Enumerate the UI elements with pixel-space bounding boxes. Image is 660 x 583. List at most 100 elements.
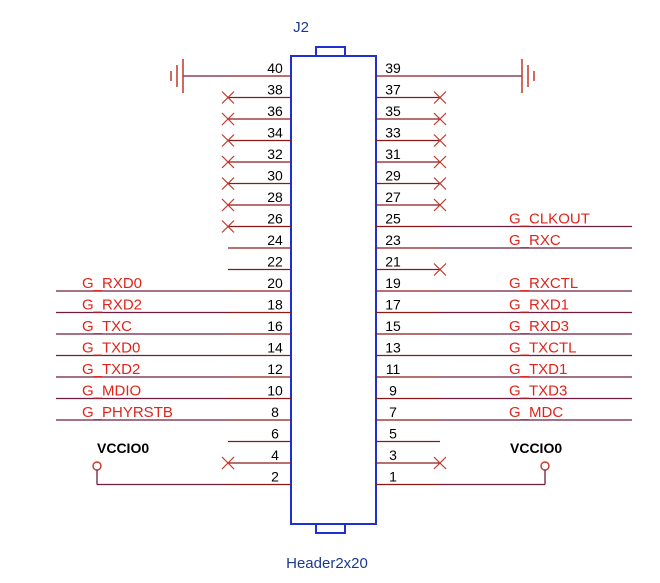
no-connect-cross-icon: [221, 220, 235, 233]
pin-number: 29: [385, 168, 401, 184]
pin-number: 10: [267, 383, 283, 399]
pin-15: 15 G_RXD3: [376, 318, 632, 335]
pin-number: 18: [267, 297, 283, 313]
pin-number: 32: [267, 146, 283, 162]
no-connect-cross-icon: [221, 456, 235, 470]
pin-number: 24: [267, 232, 283, 248]
pin-38: 38: [221, 82, 291, 104]
component-designator: J2: [293, 19, 309, 36]
pin-31: 31: [376, 146, 447, 169]
pin-number: 27: [385, 189, 401, 205]
pin-16: 16 G_TXC: [56, 318, 291, 335]
net-label: G_MDIO: [82, 383, 141, 400]
pin-number: 20: [267, 275, 283, 291]
pin-1: 1: [376, 469, 545, 486]
power-pin-icon: [540, 461, 550, 485]
net-label: G_RXC: [509, 232, 561, 249]
no-connect-cross-icon: [433, 91, 447, 104]
power-left-group: VCCIO0: [92, 440, 149, 485]
pin-number: 39: [385, 60, 401, 76]
pin-number: 26: [267, 211, 283, 227]
no-connect-cross-icon: [221, 112, 235, 126]
connector-key-top: [315, 46, 346, 57]
pin-14: 14 G_TXD0: [56, 340, 291, 357]
pin-21: 21: [376, 254, 447, 276]
pin-36: 36: [221, 103, 291, 126]
net-label: G_RXD2: [82, 297, 142, 314]
pin-number: 21: [385, 254, 401, 270]
pin-number: 22: [267, 254, 283, 270]
pin-35: 35: [376, 103, 447, 126]
pin-40: 40: [170, 59, 291, 93]
power-pin-icon: [92, 461, 102, 485]
pin-number: 23: [385, 232, 401, 248]
net-label: G_MDC: [509, 404, 563, 421]
no-connect-cross-icon: [221, 198, 235, 212]
net-label: G_RXD3: [509, 318, 569, 335]
pin-number: 38: [267, 82, 283, 98]
net-label: G_TXC: [82, 318, 132, 335]
no-connect-cross-icon: [433, 112, 447, 126]
pin-32: 32: [221, 146, 291, 169]
pin-18: 18 G_RXD2: [56, 297, 291, 314]
pin-2: 2: [97, 469, 291, 486]
pin-number: 13: [385, 340, 401, 356]
pin-28: 28: [221, 189, 291, 212]
pin-39: 39: [376, 59, 535, 93]
pin-number: 7: [389, 404, 397, 420]
pin-number: 25: [385, 211, 401, 227]
pin-number: 15: [385, 318, 401, 334]
left-pin-column: 4038363432302826242220G_RXD018G_RXD216G_…: [56, 59, 291, 486]
pin-30: 30: [221, 168, 291, 190]
pin-number: 11: [386, 361, 401, 377]
pin-33: 33: [376, 125, 447, 147]
net-label: G_RXD0: [82, 275, 142, 292]
net-label: G_CLKOUT: [509, 211, 590, 228]
no-connect-cross-icon: [433, 134, 447, 147]
net-label: G_TXD3: [509, 383, 567, 400]
net-label: G_TXD0: [82, 340, 140, 357]
no-connect-cross-icon: [433, 263, 447, 276]
pin-13: 13 G_TXCTL: [376, 340, 632, 357]
no-connect-cross-icon: [433, 177, 447, 190]
component-part-name: Header2x20: [286, 555, 368, 572]
pin-20: 20 G_RXD0: [56, 275, 291, 292]
pin-34: 34: [221, 125, 291, 147]
connector-key-bottom: [315, 523, 346, 534]
pin-10: 10 G_MDIO: [56, 383, 291, 400]
pin-number: 2: [271, 469, 279, 485]
pin-number: 12: [267, 361, 283, 377]
pin-number: 1: [389, 469, 397, 485]
no-connect-cross-icon: [433, 198, 447, 212]
no-connect-cross-icon: [221, 177, 235, 190]
no-connect-cross-icon: [221, 91, 235, 104]
pin-12: 12G_TXD2: [56, 361, 291, 378]
pin-number: 5: [389, 426, 397, 442]
pin-number: 36: [267, 103, 283, 119]
pin-number: 35: [385, 103, 401, 119]
connector-outline: [290, 55, 377, 525]
pin-number: 14: [267, 340, 283, 356]
pin-24: 24: [228, 232, 291, 249]
no-connect-cross-icon: [433, 456, 447, 470]
pin-number: 16: [267, 318, 283, 334]
pin-number: 17: [385, 297, 401, 313]
net-label: G_TXCTL: [509, 340, 577, 357]
no-connect-cross-icon: [221, 134, 235, 147]
ground-icon: [170, 59, 184, 93]
net-label: G_RXCTL: [509, 275, 578, 292]
pin-number: 37: [385, 82, 401, 98]
pin-number: 3: [389, 447, 397, 463]
pin-37: 37: [376, 82, 447, 104]
pin-25: 25 G_CLKOUT: [376, 211, 632, 228]
pin-8: 8G_PHYRSTB: [56, 404, 291, 421]
pin-26: 26: [221, 211, 291, 233]
pin-number: 33: [385, 125, 401, 141]
pin-number: 8: [271, 404, 279, 420]
pin-number: 28: [267, 189, 283, 205]
power-right-label: VCCIO0: [510, 440, 562, 456]
